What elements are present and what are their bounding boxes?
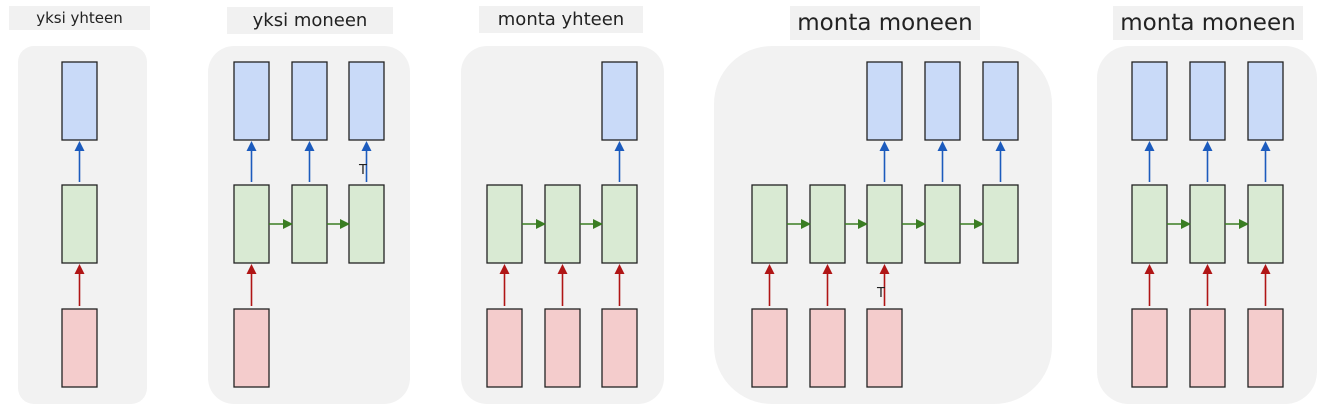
diagram-title-many-to-many-delayed: monta moneen bbox=[790, 6, 980, 40]
input-cell bbox=[751, 308, 788, 388]
hidden-state-cell bbox=[233, 184, 270, 264]
hidden-state-cell bbox=[982, 184, 1019, 264]
diagram-title-one-to-many: yksi moneen bbox=[227, 7, 393, 34]
output-cell bbox=[348, 61, 385, 141]
input-cell bbox=[1247, 308, 1284, 388]
input-cell bbox=[866, 308, 903, 388]
input-cell bbox=[544, 308, 581, 388]
input-cell bbox=[486, 308, 523, 388]
hidden-state-cell bbox=[544, 184, 581, 264]
artifact-mark: T bbox=[877, 286, 885, 301]
output-cell bbox=[233, 61, 270, 141]
hidden-state-cell bbox=[1131, 184, 1168, 264]
hidden-state-cell bbox=[601, 184, 638, 264]
hidden-state-cell bbox=[291, 184, 328, 264]
hidden-state-cell bbox=[1247, 184, 1284, 264]
diagram-title-one-to-one: yksi yhteen bbox=[9, 6, 150, 30]
output-cell bbox=[601, 61, 638, 141]
artifact-mark: T bbox=[359, 163, 367, 178]
input-cell bbox=[61, 308, 98, 388]
diagram-title-many-to-one: monta yhteen bbox=[479, 6, 643, 33]
input-cell bbox=[601, 308, 638, 388]
output-cell bbox=[866, 61, 903, 141]
output-cell bbox=[982, 61, 1019, 141]
output-cell bbox=[1131, 61, 1168, 141]
output-cell bbox=[291, 61, 328, 141]
input-cell bbox=[1189, 308, 1226, 388]
input-cell bbox=[1131, 308, 1168, 388]
hidden-state-cell bbox=[866, 184, 903, 264]
input-cell bbox=[809, 308, 846, 388]
output-cell bbox=[924, 61, 961, 141]
output-cell bbox=[1189, 61, 1226, 141]
hidden-state-cell bbox=[348, 184, 385, 264]
output-cell bbox=[61, 61, 98, 141]
hidden-state-cell bbox=[61, 184, 98, 264]
diagram-title-many-to-many-synced: monta moneen bbox=[1113, 6, 1303, 40]
hidden-state-cell bbox=[486, 184, 523, 264]
output-cell bbox=[1247, 61, 1284, 141]
hidden-state-cell bbox=[1189, 184, 1226, 264]
hidden-state-cell bbox=[809, 184, 846, 264]
input-cell bbox=[233, 308, 270, 388]
hidden-state-cell bbox=[924, 184, 961, 264]
hidden-state-cell bbox=[751, 184, 788, 264]
